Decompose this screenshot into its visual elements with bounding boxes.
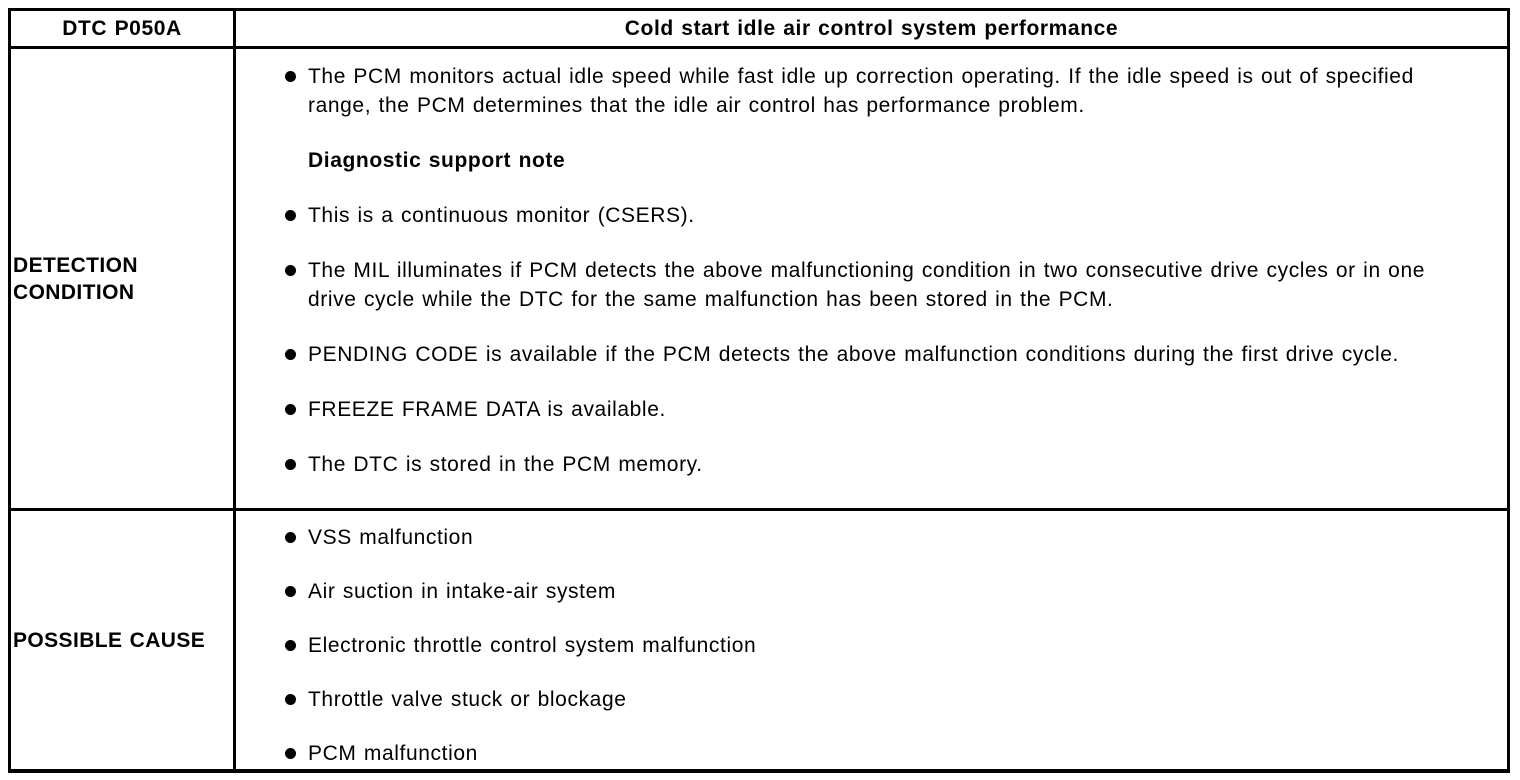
dtc-table: DTC P050A Cold start idle air control sy… [8, 8, 1510, 773]
bullet-item: The DTC is stored in the PCM memory. [285, 450, 1434, 479]
dtc-title-cell: Cold start idle air control system perfo… [236, 11, 1507, 49]
bullet-icon [285, 404, 296, 415]
bullet-icon [285, 459, 296, 470]
bullet-item: PCM malfunction [285, 739, 1434, 768]
bullet-text: Air suction in intake-air system [308, 580, 616, 603]
bullet-text: Throttle valve stuck or blockage [308, 688, 627, 711]
bullet-icon [285, 640, 296, 651]
bullet-icon [285, 694, 296, 705]
bullet-item: The PCM monitors actual idle speed while… [285, 62, 1434, 120]
detection-content-cell: The PCM monitors actual idle speed while… [236, 49, 1507, 511]
bullet-icon [285, 586, 296, 597]
bullet-icon [285, 210, 296, 221]
bullet-item: Throttle valve stuck or blockage [285, 685, 1434, 714]
bullet-icon [285, 748, 296, 759]
detection-label-cell: DETECTION CONDITION [11, 49, 236, 511]
bullet-text: This is a continuous monitor (CSERS). [308, 204, 695, 227]
bullet-item: Electronic throttle control system malfu… [285, 631, 1434, 660]
bullet-text: The MIL illuminates if PCM detects the a… [308, 259, 1425, 311]
detection-label: DETECTION CONDITION [13, 253, 138, 304]
possible-cause-label: POSSIBLE CAUSE [13, 628, 206, 652]
bullet-item: PENDING CODE is available if the PCM det… [285, 340, 1434, 369]
bullet-text: VSS malfunction [308, 526, 474, 549]
bullet-text: PCM malfunction [308, 742, 478, 765]
bullet-text: PENDING CODE is available if the PCM det… [308, 343, 1399, 366]
bullet-item: This is a continuous monitor (CSERS). [285, 201, 1434, 230]
bullet-item: FREEZE FRAME DATA is available. [285, 395, 1434, 424]
note-heading: Diagnostic support note [308, 146, 1434, 175]
possible-cause-label-cell: POSSIBLE CAUSE [11, 511, 236, 769]
bullet-text: FREEZE FRAME DATA is available. [308, 398, 666, 421]
bullet-icon [285, 349, 296, 360]
dtc-code: DTC P050A [62, 17, 182, 40]
bullet-text: The DTC is stored in the PCM memory. [308, 453, 703, 476]
dtc-code-cell: DTC P050A [11, 11, 236, 49]
bullet-text: Electronic throttle control system malfu… [308, 634, 757, 657]
bullet-icon [285, 532, 296, 543]
bullet-icon [285, 265, 296, 276]
note-heading-text: Diagnostic support note [308, 149, 566, 172]
bullet-item: Air suction in intake-air system [285, 577, 1434, 606]
bullet-text: The PCM monitors actual idle speed while… [308, 65, 1414, 117]
bullet-icon [285, 71, 296, 82]
bullet-item: The MIL illuminates if PCM detects the a… [285, 256, 1434, 314]
dtc-title: Cold start idle air control system perfo… [624, 17, 1119, 40]
bullet-item: VSS malfunction [285, 523, 1434, 552]
